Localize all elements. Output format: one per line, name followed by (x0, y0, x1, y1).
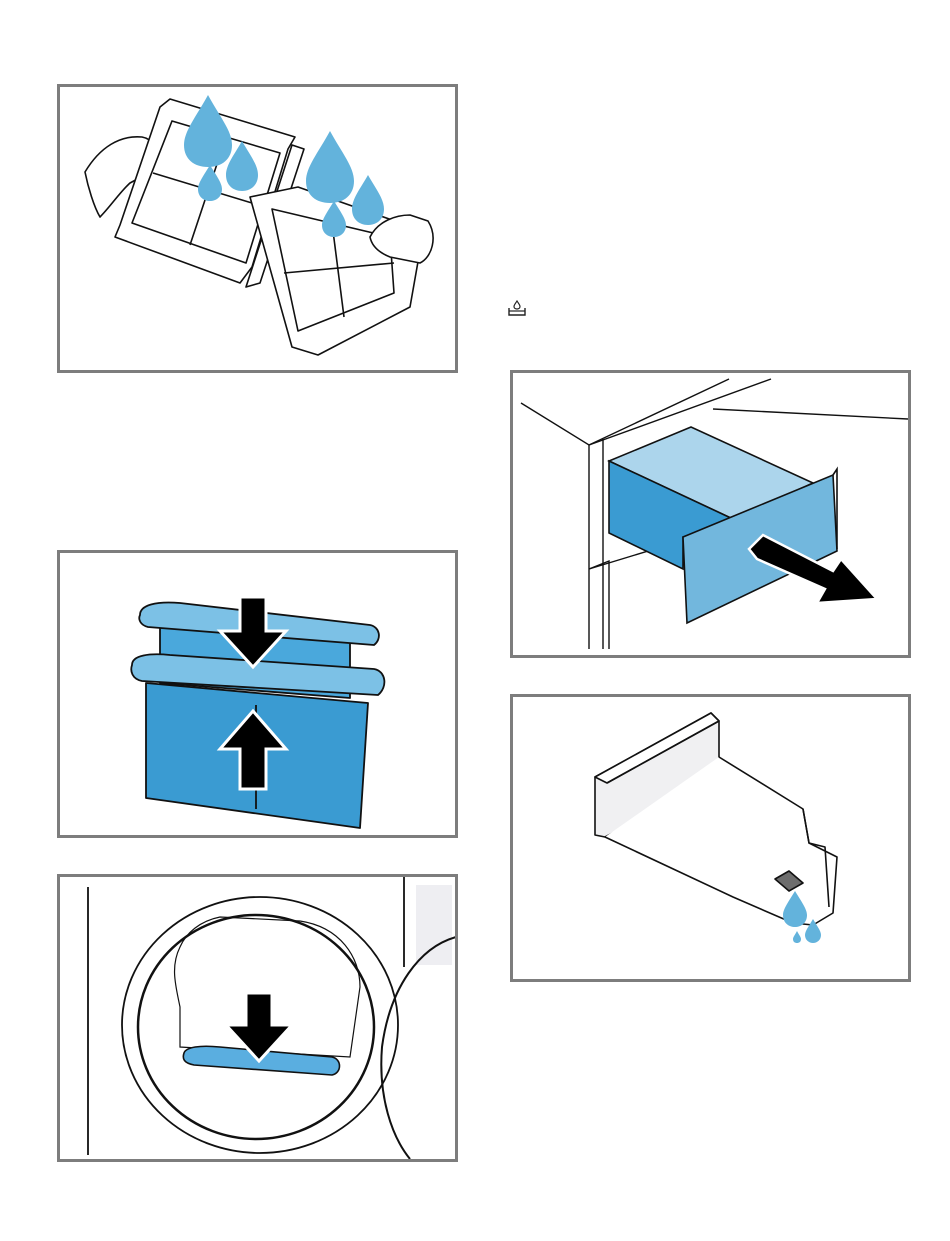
illustration-filter-insert-drum (57, 874, 458, 1162)
door-hinge-area (416, 885, 452, 965)
illustration-filter-assemble (57, 550, 458, 838)
container-drain-drawing (513, 697, 908, 979)
illustration-filters-rinse (57, 84, 458, 373)
water-container-symbol (506, 300, 528, 318)
filters-rinse-drawing (60, 87, 455, 370)
water-drop-icon (793, 931, 801, 943)
filter-insert-drawing (60, 877, 455, 1159)
illustration-container-drain (510, 694, 911, 982)
water-drop-icon (352, 175, 384, 225)
container-pull-drawing (513, 373, 908, 655)
water-container-icon (506, 300, 528, 318)
water-drop-icon (306, 131, 354, 203)
door-glass (381, 937, 455, 1159)
filter-assemble-drawing (60, 553, 455, 835)
illustration-container-pull-out (510, 370, 911, 658)
